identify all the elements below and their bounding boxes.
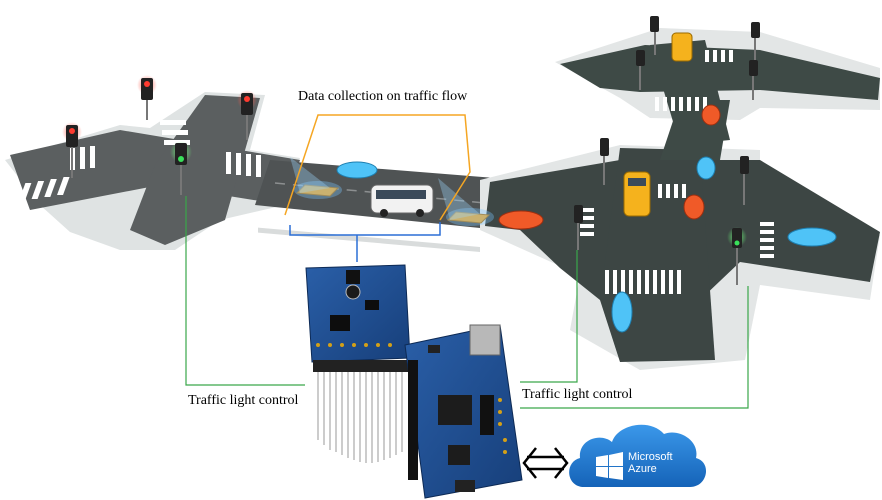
right-intersections [480,28,880,370]
fpga-board-icon [404,324,523,499]
data-collection-label: Data collection on traffic flow [298,89,468,104]
traffic-light-control-label-right: Traffic light control [522,387,633,402]
camera-board-icon [305,264,411,372]
control-wires [185,196,749,409]
windows-logo-icon [596,452,623,480]
car-icon [336,104,837,333]
double-arrow-icon [522,447,569,479]
azure-cloud-icon [569,424,707,487]
azure-label-line1: Microsoft [628,451,673,463]
bus-icon [370,184,434,217]
data-collection-bracket [284,114,471,221]
ribbon-cable [317,372,403,463]
left-intersection [5,92,300,250]
azure-label-line2: Azure [628,463,657,475]
traffic-light-control-label-left: Traffic light control [188,393,299,408]
traffic-light-icon [62,16,760,285]
sensor-connector [289,222,441,262]
school-bus-icon [623,32,693,217]
sensor-markers [290,157,494,226]
